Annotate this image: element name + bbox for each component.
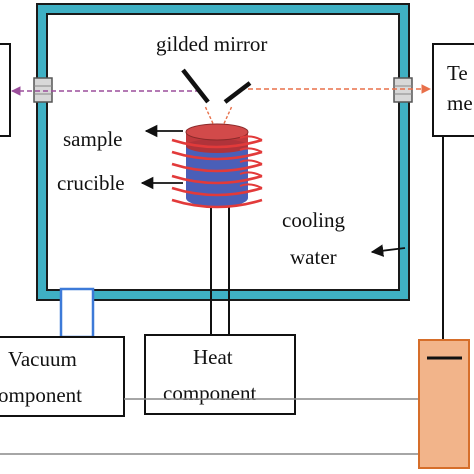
crucible-label: crucible [57,171,125,195]
sample [185,123,249,153]
vacuum-component-label-line2: omponent [0,383,82,407]
vacuum-port [59,287,95,339]
temperature-label-line1: Te [447,61,468,85]
vacuum-component-box [0,336,125,417]
temperature-label-line2: me [447,91,473,115]
sample-label: sample [63,127,122,151]
heating-coil [171,135,263,209]
light-ray-to-left-mirror [204,105,216,129]
heat-component-label-line2: component [163,381,256,405]
heat-component-box [144,334,296,415]
temperature-measurement-box [432,43,474,137]
gilded-mirror-label: gilded mirror [156,32,267,56]
vacuum-component-label-line1: Vacuum [8,347,77,371]
cooling-water-pointer-arrow [370,244,406,257]
left-window-port [33,77,53,103]
heat-component-label-line1: Heat [193,345,233,369]
light-ray-to-right-mirror [221,105,233,129]
cooling-water-label-line2: water [290,245,337,269]
left-instrument-box [0,43,11,137]
cooling-unit [418,339,470,469]
gilded-mirror-left [181,68,210,104]
cooling-water-label-line1: cooling [282,208,345,232]
gilded-mirror-right [223,81,252,104]
right-window-port [393,77,413,103]
